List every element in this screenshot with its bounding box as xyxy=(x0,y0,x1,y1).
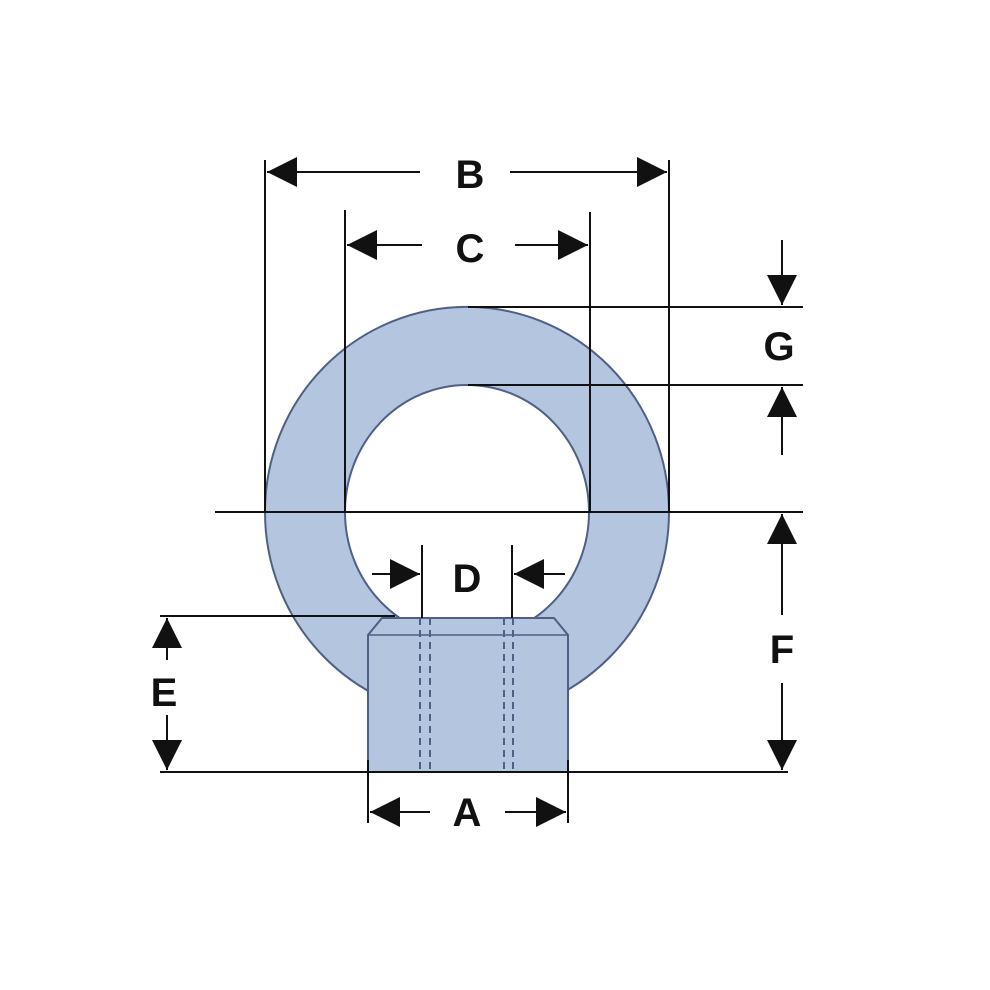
label-d: D xyxy=(453,557,482,601)
shank-body xyxy=(367,617,569,773)
dimension-lines xyxy=(152,157,797,827)
extension-lines xyxy=(160,160,803,823)
label-c: C xyxy=(456,227,485,271)
eye-nut-part xyxy=(263,306,671,773)
label-g: G xyxy=(763,325,794,369)
label-f: F xyxy=(770,628,794,672)
label-a: A xyxy=(453,791,482,835)
thread-hidden-lines xyxy=(419,618,514,772)
dimension-labels: B C G D F E A xyxy=(151,153,795,835)
label-b: B xyxy=(456,153,485,197)
label-e: E xyxy=(151,671,178,715)
